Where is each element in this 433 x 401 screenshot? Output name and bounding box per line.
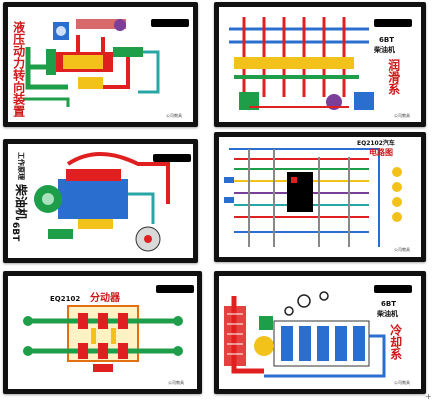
- cooling-diagram: [224, 291, 386, 378]
- engine-label: 柴油机: [374, 46, 395, 54]
- diagram-title-model: EQ2102汽车: [357, 140, 395, 147]
- board-wiring-diagram: EQ2102汽车 电路图 公司教具: [214, 132, 426, 262]
- coolant-return: [264, 334, 386, 378]
- engine-big-title: 柴油机: [14, 184, 28, 221]
- board-diesel-principle: 工作原理 柴油机 6BT: [3, 139, 198, 263]
- radiator: [224, 306, 246, 366]
- gauge: [284, 306, 294, 316]
- crankcase: [78, 219, 113, 229]
- board-cooling: 6BT 柴油机 冷却系 公司教具: [214, 271, 426, 394]
- label-slot: [156, 285, 194, 293]
- rear-output-flange: [173, 316, 183, 326]
- shift-fork: [91, 328, 96, 344]
- board-footer: 公司教具: [394, 113, 410, 118]
- pto-flange: [173, 346, 183, 356]
- radiator-fins: [227, 313, 243, 355]
- board-footer: 公司教具: [166, 113, 182, 118]
- oil-drain: [93, 364, 113, 372]
- board-power-steering: 液压动力转向装置 公司教具: [3, 2, 198, 127]
- board-panel: 工作原理 柴油机 6BT: [8, 144, 193, 258]
- gauge: [319, 291, 329, 301]
- board-footer: 公司教具: [394, 247, 410, 252]
- gauge: [297, 294, 311, 308]
- wiring-diagram: [224, 148, 402, 247]
- diesel-engine-diagram: [34, 152, 170, 252]
- left-switches: [224, 177, 234, 203]
- flywheel-hub: [144, 235, 152, 243]
- lubrication-diagram: [229, 17, 374, 110]
- board-transfer-case: EQ2102 分动器 公司教具: [3, 271, 202, 394]
- board-panel: EQ2102 分动器 公司教具: [8, 276, 197, 389]
- fuse: [291, 177, 297, 183]
- oil-return-line: [25, 47, 68, 90]
- model-label: 6BT: [10, 222, 20, 242]
- shift-fork: [111, 328, 116, 344]
- coolant-line: [128, 192, 155, 224]
- label-slot: [151, 19, 189, 27]
- system-title: 冷却系: [388, 324, 403, 360]
- board-title: 液压动力转向装置: [11, 21, 26, 117]
- principle-label: 工作原理: [17, 152, 25, 180]
- power-steering-diagram: [23, 19, 160, 107]
- label-slot: [374, 19, 412, 27]
- input-flange: [23, 316, 33, 326]
- model-label: 6BT: [381, 300, 396, 308]
- engine-label: 柴油机: [377, 310, 398, 318]
- filter-cap: [114, 19, 126, 31]
- piston-rod: [63, 55, 103, 69]
- oil-filter: [354, 92, 374, 110]
- turbo-wheel: [42, 193, 54, 205]
- thermostat: [259, 316, 273, 330]
- cylinder-head: [66, 169, 121, 181]
- board-panel: EQ2102汽车 电路图 公司教具: [219, 137, 421, 257]
- lower-line: [23, 97, 70, 107]
- model-label: 6BT: [379, 36, 394, 44]
- oil-pump: [239, 92, 259, 110]
- oil-pan: [48, 229, 73, 239]
- water-jackets: [281, 326, 365, 361]
- pump-rotor: [56, 26, 66, 36]
- diagram-title: 电路图: [369, 148, 393, 157]
- cylinder-block: [58, 179, 128, 219]
- board-footer: 公司教具: [394, 380, 410, 385]
- board-lubrication: 6BT 柴油机 润滑系 公司教具: [214, 2, 426, 127]
- control-valve: [78, 77, 103, 89]
- board-title: 分动器: [90, 293, 120, 304]
- corner-mark: +: [425, 392, 432, 401]
- main-oil-gallery: [229, 27, 369, 44]
- label-slot: [153, 154, 191, 162]
- system-title: 润滑系: [386, 59, 401, 95]
- gears: [78, 313, 128, 359]
- exhaust-pipe: [66, 152, 170, 204]
- fuse-box: [287, 172, 313, 212]
- board-footer: 公司教具: [168, 380, 184, 385]
- front-output-flange: [23, 346, 33, 356]
- board-panel: 6BT 柴油机 冷却系 公司教具: [219, 276, 421, 389]
- return-pipe: [138, 50, 160, 94]
- water-pump: [254, 336, 274, 356]
- valve-block: [113, 47, 143, 57]
- gear-housing: [46, 49, 56, 75]
- label-slot: [374, 285, 412, 293]
- crankshaft: [234, 57, 354, 69]
- instrument-lamps: [392, 167, 402, 222]
- board-panel: 6BT 柴油机 润滑系 公司教具: [219, 7, 421, 122]
- model-label: EQ2102: [50, 295, 81, 303]
- reservoir: [76, 19, 126, 29]
- board-panel: 液压动力转向装置 公司教具: [8, 7, 193, 122]
- transfer-case-diagram: [23, 305, 183, 372]
